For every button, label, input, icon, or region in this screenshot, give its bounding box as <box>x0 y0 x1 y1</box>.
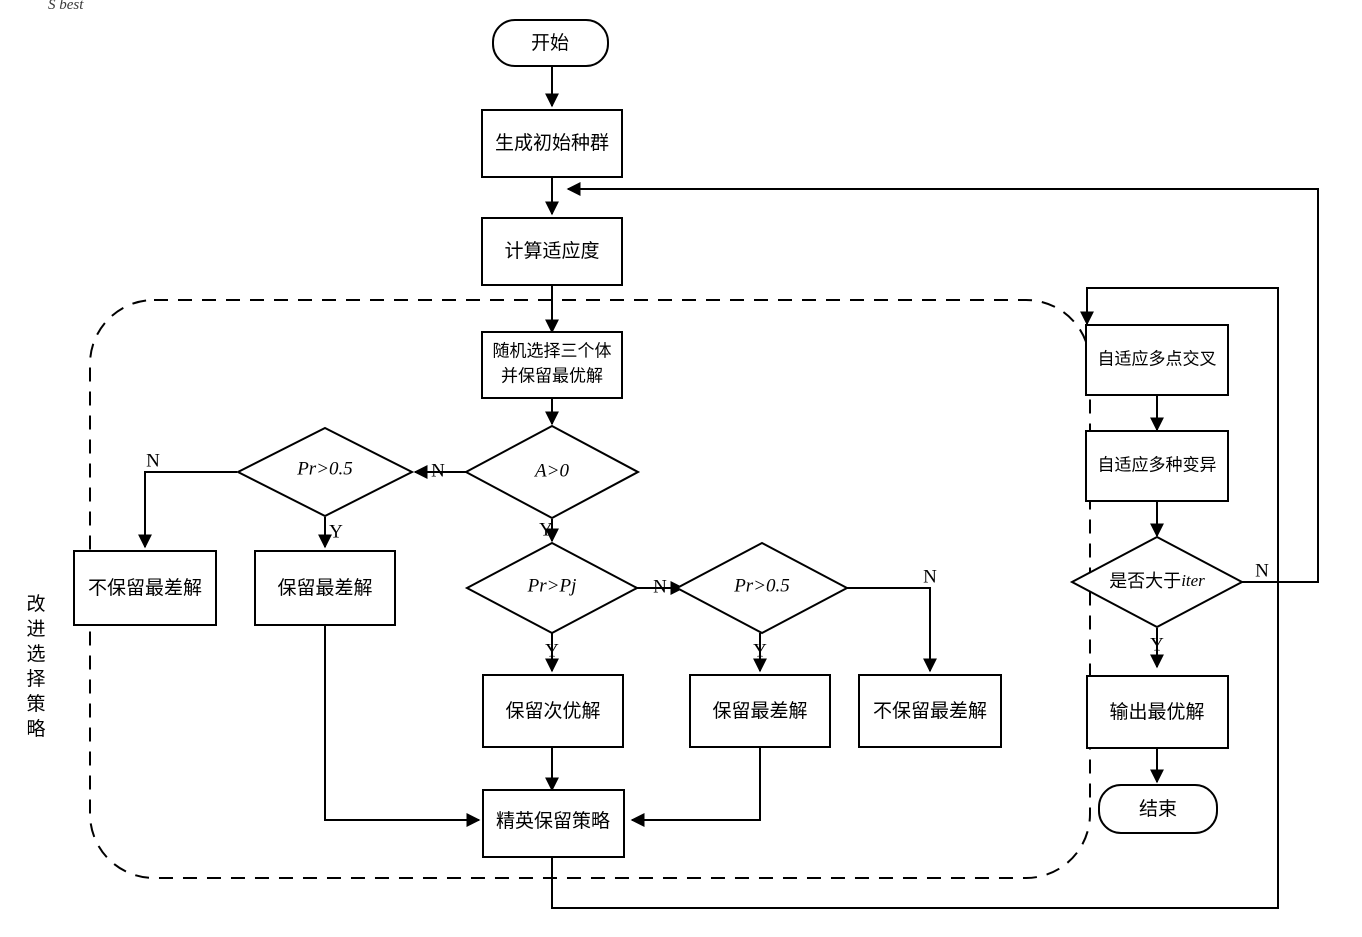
node-output-best-shape[interactable] <box>1086 675 1229 749</box>
node-no-keep-worst-left-shape[interactable] <box>73 550 217 626</box>
node-elite-shape[interactable] <box>482 789 625 858</box>
node-end-shape[interactable] <box>1098 784 1218 834</box>
edge-label-iter-check-no: N <box>1255 560 1269 581</box>
node-keep-worst-middle[interactable]: 保留最差解 <box>689 674 831 748</box>
edge-label-pr-gt-05-right-yes: Y <box>753 640 767 661</box>
edge-iter-check-no-to-fitness <box>566 182 1319 583</box>
edge-pr-gt-05-left-no-to-no-keep-worst-left <box>138 471 237 549</box>
node-crossover-shape[interactable] <box>1085 324 1229 396</box>
node-no-keep-worst-right-shape[interactable] <box>858 674 1002 748</box>
node-init-pop-label: 生成初始种群 <box>495 132 609 154</box>
group-label-c4: 择 <box>26 668 45 690</box>
node-mutation-label: 自适应多种变异 <box>1098 455 1217 474</box>
node-init-pop-shape[interactable] <box>481 109 623 178</box>
node-start-label: 开始 <box>531 32 569 54</box>
edge-label-pr-gt-05-left-yes: Y <box>329 521 343 542</box>
node-init-pop[interactable]: 生成初始种群 <box>481 109 623 178</box>
group-label-c3: 选 <box>26 643 45 665</box>
stray-text-fragment: S best <box>48 0 84 13</box>
node-pr-gt-05-left[interactable]: Pr>0.5 <box>235 426 415 518</box>
node-pr-gt-05-left-shape[interactable] <box>235 426 415 518</box>
node-select3-label-line1: 随机选择三个体 <box>493 341 612 360</box>
group-label-c6: 略 <box>26 718 45 740</box>
node-no-keep-worst-right[interactable]: 不保留最差解 <box>858 674 1002 748</box>
node-keep-second-label: 保留次优解 <box>505 700 600 722</box>
edge-label-pr-gt-pj-no: N <box>653 576 667 597</box>
node-fitness-shape[interactable] <box>481 217 623 286</box>
node-no-keep-worst-left-label: 不保留最差解 <box>88 577 202 599</box>
node-pr-gt-05-left-label: Pr>0.5 <box>296 458 353 479</box>
node-mutation[interactable]: 自适应多种变异 <box>1085 430 1229 502</box>
edge-label-pr-gt-pj-yes: Y <box>545 640 559 661</box>
edge-keep-worst-middle-to-elite <box>630 747 761 827</box>
edge-keep-worst-left-to-elite <box>324 625 481 827</box>
node-pr-gt-pj-shape[interactable] <box>464 541 640 635</box>
node-select3-shape[interactable] <box>481 331 623 399</box>
edge-label-pr-gt-05-right-no: N <box>923 566 937 587</box>
node-no-keep-worst-right-label: 不保留最差解 <box>873 700 987 722</box>
node-end-label: 结束 <box>1139 798 1177 820</box>
node-iter-check-label-italic: iter <box>1181 571 1205 590</box>
node-pr-gt-05-right-shape[interactable] <box>674 541 850 635</box>
node-select3[interactable]: 随机选择三个体 并保留最优解 <box>481 331 623 399</box>
node-end[interactable]: 结束 <box>1098 784 1218 834</box>
node-no-keep-worst-left[interactable]: 不保留最差解 <box>73 550 217 626</box>
node-keep-worst-middle-shape[interactable] <box>689 674 831 748</box>
node-output-best[interactable]: 输出最优解 <box>1086 675 1229 749</box>
node-a-gt-0[interactable]: A>0 <box>463 424 641 520</box>
node-pr-gt-05-right-label: Pr>0.5 <box>733 575 790 596</box>
group-label: 改 进 选 择 策 略 <box>26 593 45 740</box>
node-pr-gt-pj-label: Pr>Pj <box>527 575 577 596</box>
group-label-c5: 策 <box>26 693 45 715</box>
edge-label-a-gt-0-yes: Y <box>539 519 553 540</box>
node-elite-label: 精英保留策略 <box>496 810 610 832</box>
node-output-best-label: 输出最优解 <box>1109 701 1204 723</box>
node-iter-check-label-plain: 是否大于 <box>1109 571 1181 591</box>
node-pr-gt-05-right[interactable]: Pr>0.5 <box>674 541 850 635</box>
edge-pr-gt-05-right-no-to-no-keep-worst-right <box>846 587 937 673</box>
node-crossover-label: 自适应多点交叉 <box>1098 349 1217 368</box>
node-fitness-label: 计算适应度 <box>504 240 599 262</box>
edge-elite-to-crossover-loop <box>551 287 1279 909</box>
node-elite[interactable]: 精英保留策略 <box>482 789 625 858</box>
node-a-gt-0-shape[interactable] <box>463 424 641 520</box>
node-select3-label-line2: 并保留最优解 <box>501 366 603 385</box>
node-iter-check-shape[interactable] <box>1069 535 1245 629</box>
node-start[interactable]: 开始 <box>492 19 609 67</box>
node-pr-gt-pj[interactable]: Pr>Pj <box>464 541 640 635</box>
group-label-c1: 改 <box>26 593 45 615</box>
node-a-gt-0-label: A>0 <box>533 460 569 481</box>
edge-label-iter-check-yes: Y <box>1150 634 1164 655</box>
node-keep-worst-left-shape[interactable] <box>254 550 396 626</box>
edge-label-a-gt-0-no: N <box>431 460 445 481</box>
node-keep-worst-middle-label: 保留最差解 <box>712 700 807 722</box>
node-mutation-shape[interactable] <box>1085 430 1229 502</box>
node-crossover[interactable]: 自适应多点交叉 <box>1085 324 1229 396</box>
node-iter-check-label: 是否大于iter <box>1109 571 1205 591</box>
edge-label-pr-gt-05-left-no: N <box>146 450 160 471</box>
node-start-shape[interactable] <box>492 19 609 67</box>
node-keep-second[interactable]: 保留次优解 <box>482 674 624 748</box>
node-keep-worst-left-label: 保留最差解 <box>277 577 372 599</box>
node-keep-worst-left[interactable]: 保留最差解 <box>254 550 396 626</box>
node-iter-check[interactable]: 是否大于iter <box>1069 535 1245 629</box>
node-fitness[interactable]: 计算适应度 <box>481 217 623 286</box>
group-label-c2: 进 <box>26 618 45 640</box>
node-keep-second-shape[interactable] <box>482 674 624 748</box>
